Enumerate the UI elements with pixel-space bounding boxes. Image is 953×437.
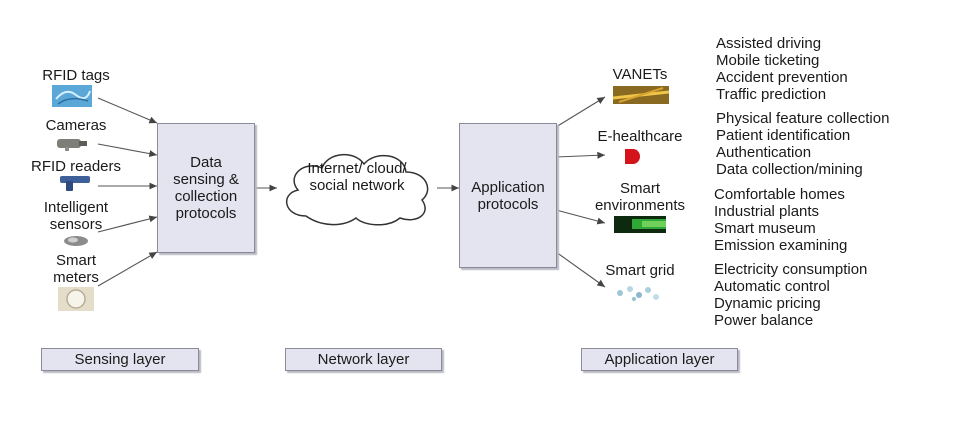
smart-meter-icon bbox=[58, 287, 94, 311]
rfid-tag-icon bbox=[52, 85, 92, 107]
sensing-protocols-box: Data sensing & collection protocols bbox=[157, 123, 255, 253]
use-item: Power balance bbox=[714, 312, 814, 329]
use-item: Comfortable homes bbox=[714, 186, 845, 203]
domain-label: VANETs bbox=[612, 66, 668, 83]
layer-text: Sensing layer bbox=[74, 351, 166, 368]
source-label: Intelligent sensors bbox=[28, 199, 124, 233]
arrow-vanets bbox=[555, 96, 606, 128]
domain-label: Smart environments bbox=[583, 180, 697, 214]
source-label: RFID tags bbox=[42, 67, 110, 84]
sensing-layer-label: Sensing layer bbox=[41, 348, 199, 371]
use-item: Assisted driving bbox=[716, 35, 822, 52]
arrow-ehealthcare bbox=[555, 151, 606, 159]
camera-icon bbox=[57, 139, 87, 151]
use-item: Accident prevention bbox=[716, 69, 848, 86]
domain-label: E-healthcare bbox=[597, 128, 683, 145]
arrow-smart-env bbox=[555, 209, 606, 225]
use-item: Automatic control bbox=[714, 278, 830, 295]
arrow-rfid-tags bbox=[97, 97, 158, 124]
use-item: Dynamic pricing bbox=[714, 295, 821, 312]
use-list-vanets: Assisted driving Mobile ticketing Accide… bbox=[716, 35, 848, 103]
arrow-cameras bbox=[97, 143, 158, 158]
use-list-ehealthcare: Physical feature collection Patient iden… bbox=[716, 110, 889, 178]
use-item: Data collection/mining bbox=[716, 161, 863, 178]
layer-text: Application layer bbox=[604, 351, 715, 368]
layer-text: Network layer bbox=[317, 351, 410, 368]
sensor-label-text: Intelligent sensors bbox=[43, 199, 109, 233]
use-list-smart-env: Comfortable homes Industrial plants Smar… bbox=[714, 186, 847, 254]
sensing-protocols-text: Data sensing & collection protocols bbox=[173, 154, 239, 222]
smart-grid-icon bbox=[617, 286, 659, 301]
application-layer-label: Application layer bbox=[581, 348, 738, 371]
use-item: Emission examining bbox=[714, 237, 848, 254]
cloud-label: Internet/ cloud/ social network bbox=[276, 160, 438, 194]
application-protocols-text: Application protocols bbox=[471, 178, 545, 213]
rfid-reader-icon bbox=[60, 176, 90, 191]
smart-env-text: Smart environments bbox=[594, 180, 686, 214]
application-protocols-box: Application protocols bbox=[459, 123, 557, 268]
use-item: Patient identification bbox=[716, 127, 851, 144]
source-label: Smart meters bbox=[36, 252, 116, 286]
source-label: RFID readers bbox=[30, 158, 122, 175]
use-list-smart-grid: Electricity consumption Automatic contro… bbox=[714, 261, 867, 329]
network-layer-label: Network layer bbox=[285, 348, 442, 371]
use-item: Authentication bbox=[716, 144, 812, 161]
cloud-shape bbox=[286, 154, 429, 226]
meter-label-text: Smart meters bbox=[53, 252, 99, 286]
domain-label: Smart grid bbox=[605, 262, 675, 279]
arrow-smart-grid bbox=[555, 251, 606, 288]
arrow-sensors bbox=[97, 215, 158, 233]
use-item: Traffic prediction bbox=[716, 86, 827, 103]
arrow-meters bbox=[97, 251, 158, 287]
use-item: Mobile ticketing bbox=[716, 52, 820, 69]
vehicle-network-icon bbox=[613, 86, 669, 104]
cloud-text: Internet/ cloud/ social network bbox=[307, 160, 407, 194]
use-item: Electricity consumption bbox=[714, 261, 868, 278]
source-label: Cameras bbox=[45, 117, 107, 134]
sensor-icon bbox=[64, 236, 88, 246]
healthcare-icon bbox=[625, 149, 640, 164]
smart-environment-icon bbox=[614, 216, 666, 233]
use-item: Industrial plants bbox=[714, 203, 820, 220]
use-item: Physical feature collection bbox=[716, 110, 890, 127]
use-item: Smart museum bbox=[714, 220, 816, 237]
